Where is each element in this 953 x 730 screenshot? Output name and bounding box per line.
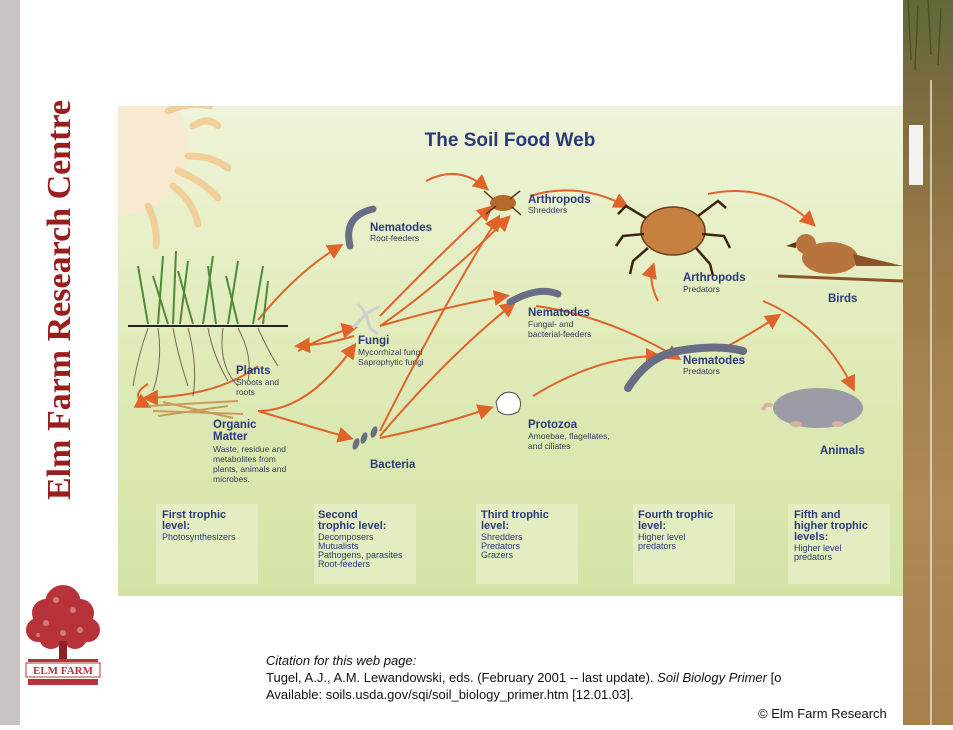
citation-authors: Tugel, A.J., A.M. Lewandowski, eds. (Feb… [266,670,657,685]
level-5-title-3: levels: [794,531,828,543]
organic-matter-sub-3: plants, animals and [213,464,287,474]
bacteria-title: Bacteria [370,459,416,471]
elm-farm-logo: ELM FARM [18,575,108,700]
birds-title: Birds [828,293,857,305]
animals-title: Animals [820,445,865,457]
level-2-item-4: Root-feeders [318,559,371,569]
plants-sub-2: roots [236,387,255,397]
diagram-title: The Soil Food Web [425,130,596,151]
level-1-item-1: Photosynthesizers [162,532,236,542]
protozoa-sub-2: and ciliates [528,441,571,451]
citation: Citation for this web page: Tugel, A.J.,… [266,652,906,703]
copyright: © Elm Farm Research [758,706,887,721]
arthropods-predators-title: Arthropods [683,272,746,284]
organic-matter-sub-1: Waste, residue and [213,444,286,454]
protozoa-sub-1: Amoebae, flagellates, [528,431,610,441]
citation-title: Soil Biology Primer [657,670,767,685]
sidebar-title: Elm Farm Research Centre [41,100,79,500]
nematodes-fungal-sub-1: Fungal- and [528,319,574,329]
organic-matter-title: Organic [213,419,257,431]
citation-suffix: [o [767,670,781,685]
level-3-title-2: level: [481,520,509,532]
level-5-item-2: predators [794,552,833,562]
arthropods-predators-sub: Predators [683,284,720,294]
organic-matter-sub-4: microbes. [213,474,250,484]
level-4-title-2: level: [638,520,666,532]
nematodes-root-sub: Root-feeders [370,233,419,243]
level-1-title-2: level: [162,520,190,532]
soil-food-web-diagram: The Soil Food Web [118,106,903,596]
level-2-title-2: trophic level: [318,520,386,532]
citation-label: Citation for this web page: [266,652,906,669]
arthropods-shredders-sub: Shredders [528,205,567,215]
sidebar-bar [0,0,20,725]
citation-line-2: Available: soils.usda.gov/sqi/soil_biolo… [266,686,906,703]
plants-title: Plants [236,365,271,377]
level-4-item-2: predators [638,541,677,551]
fungi-title: Fungi [358,335,389,347]
level-3-item-3: Grazers [481,550,514,560]
nematodes-fungal-sub-2: bacterial-feeders [528,329,591,339]
citation-line-1: Tugel, A.J., A.M. Lewandowski, eds. (Feb… [266,669,906,686]
fungi-sub-1: Mycorrhizal fungi [358,347,422,357]
soil-profile-photo [903,0,953,725]
fungi-sub-2: Saprophytic fungi [358,357,424,367]
organic-matter-title-2: Matter [213,431,248,443]
logo-text: ELM FARM [33,665,94,677]
organic-matter-sub-2: metabolites from [213,454,276,464]
nematodes-fungal-title: Nematodes [528,307,590,319]
nematodes-predators-sub: Predators [683,366,720,376]
plants-sub-1: Shoots and [236,377,279,387]
protozoa-title: Protozoa [528,419,578,431]
sidebar: Elm Farm Research Centre ELM FARM [0,0,118,725]
